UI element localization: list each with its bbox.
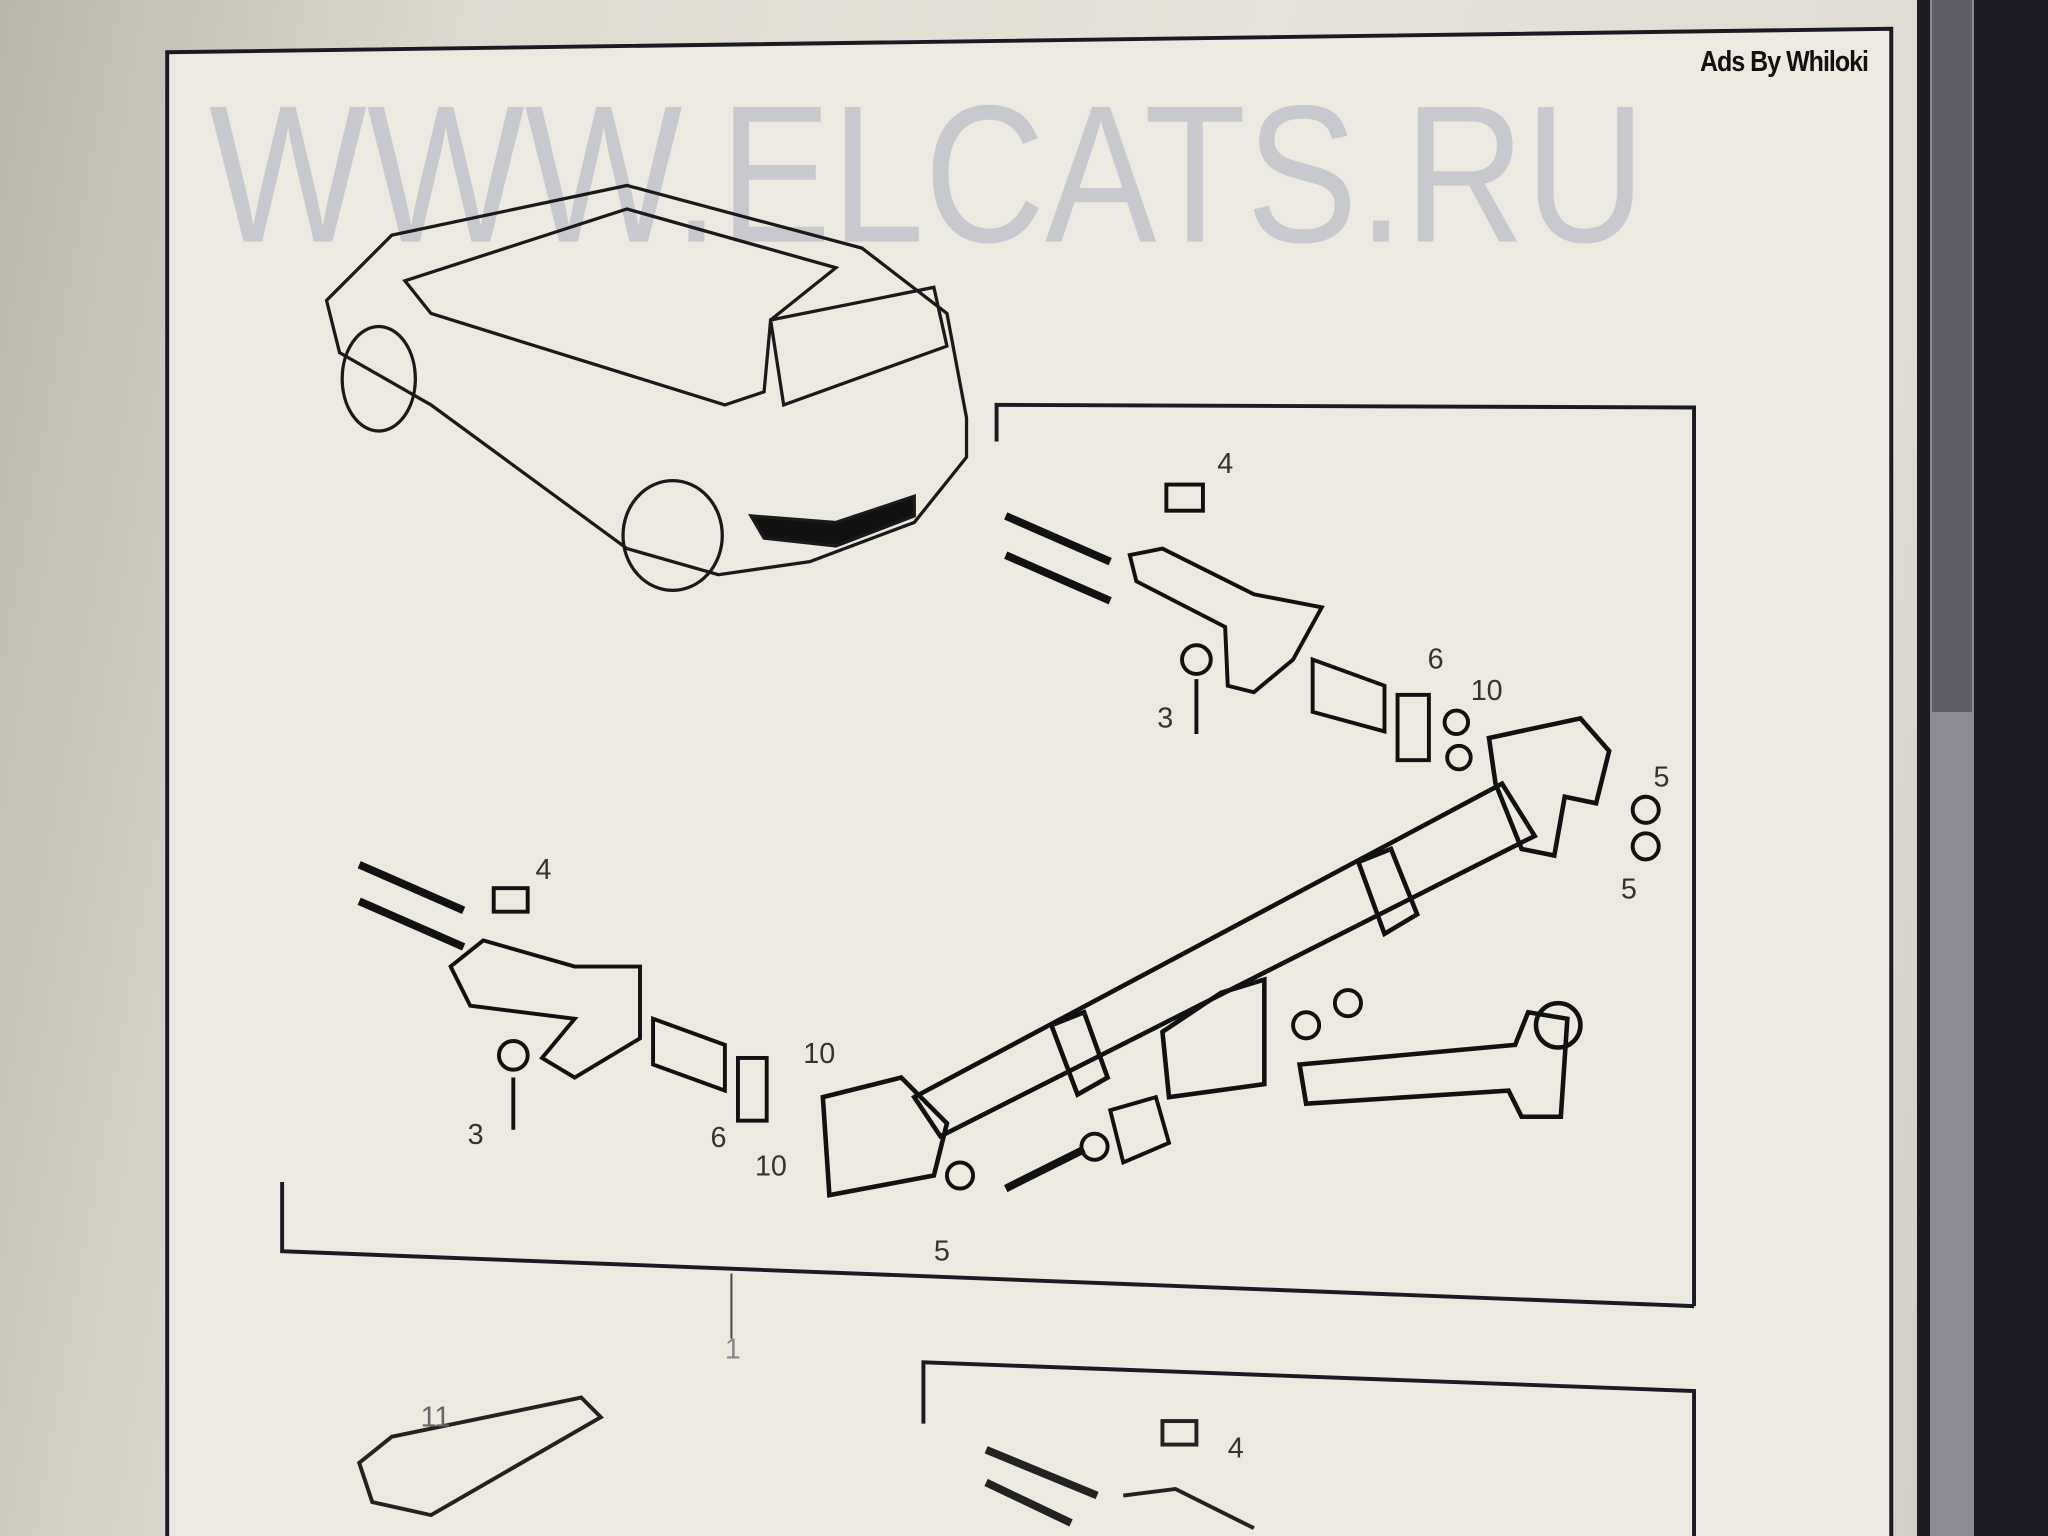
part-label-5: 5 xyxy=(934,1235,950,1267)
part-label-6: 6 xyxy=(711,1122,727,1154)
part-label-5: 5 xyxy=(1654,761,1670,793)
assembly-box xyxy=(280,402,1696,1309)
part-label-10: 10 xyxy=(803,1038,835,1070)
part-label-3: 3 xyxy=(1157,703,1173,735)
ads-label[interactable]: Ads By Whiloki xyxy=(1700,45,1869,79)
part-label-6: 6 xyxy=(1428,644,1444,676)
part-label-10: 10 xyxy=(1471,675,1503,707)
part-label-4: 4 xyxy=(1228,1433,1244,1465)
scrollbar-thumb[interactable] xyxy=(1932,0,1972,712)
part-label-10: 10 xyxy=(755,1151,787,1183)
part-label-4: 4 xyxy=(1217,448,1233,480)
lower-parts xyxy=(356,1395,1255,1530)
part-label-4: 4 xyxy=(536,854,552,886)
part-label-3: 3 xyxy=(468,1119,484,1151)
part-label-1: 1 xyxy=(725,1333,741,1365)
part-label-11: 11 xyxy=(421,1401,451,1433)
mounting-brackets xyxy=(357,482,1661,1193)
tow-bar xyxy=(820,715,1612,1198)
watermark-text: WWW.ELCATS.RU xyxy=(209,65,1646,284)
car-illustration xyxy=(324,183,969,592)
part-label-5: 5 xyxy=(1621,874,1637,906)
assembly-box-2 xyxy=(921,1360,1696,1536)
